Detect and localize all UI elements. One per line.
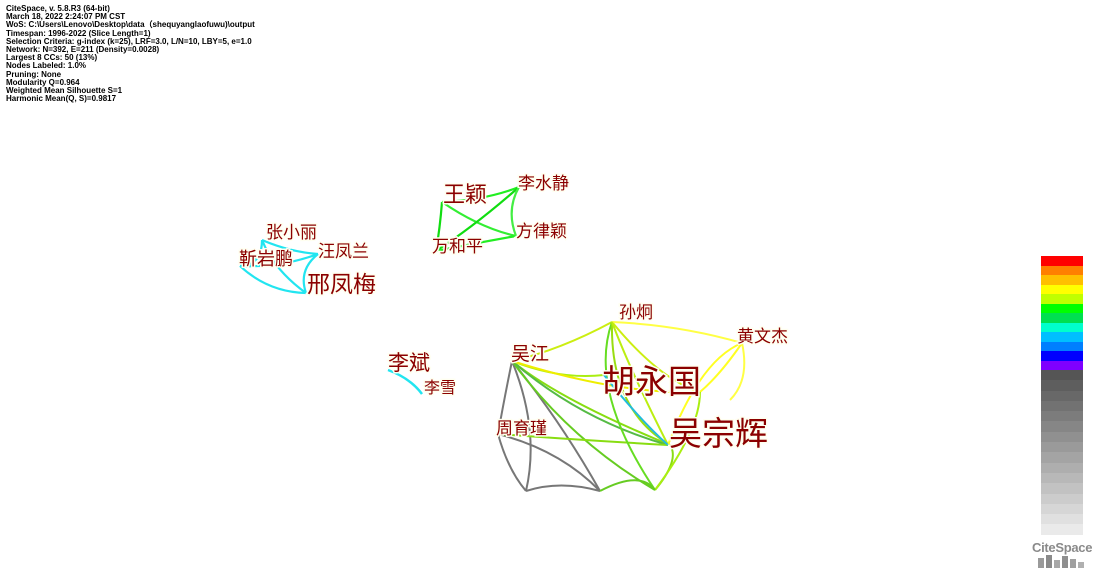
legend-swatch — [1041, 303, 1083, 313]
legend-swatch — [1041, 524, 1083, 535]
edge — [511, 360, 669, 446]
cluster-xingfengmei-edges — [239, 238, 319, 295]
legend-swatch — [1041, 360, 1083, 370]
node-label[interactable]: 汪凤兰 — [317, 241, 371, 264]
edge — [497, 360, 513, 435]
edge — [511, 360, 656, 491]
node-label[interactable]: 万和平 — [431, 236, 485, 259]
edge — [239, 252, 319, 268]
info-line: Weighted Mean Silhouette S=1 — [6, 86, 123, 96]
legend-swatch — [1041, 332, 1083, 342]
legend-swatch — [1041, 493, 1083, 504]
legend-swatch — [1041, 284, 1083, 294]
edge — [441, 201, 517, 238]
cluster-huyongguo-edges — [497, 321, 746, 492]
legend-swatch — [1041, 294, 1083, 304]
info-line: Selection Criteria: g-index (k=25), LRF=… — [6, 36, 252, 46]
info-line: Nodes Labeled: 1.0% — [6, 61, 87, 71]
node-label[interactable]: 吴宗辉 — [668, 413, 770, 455]
info-line: Modularity Q=0.964 — [6, 77, 80, 87]
citespace-logo: CiteSpace — [1026, 538, 1096, 570]
edge — [239, 265, 307, 295]
edge — [599, 479, 656, 492]
legend-swatch — [1041, 411, 1083, 422]
legend-swatch — [1041, 370, 1083, 381]
legend-swatch — [1041, 442, 1083, 453]
node-label[interactable]: 方律颖 — [515, 221, 569, 244]
legend-swatch — [1041, 390, 1083, 401]
edge — [510, 186, 520, 237]
edge — [497, 433, 601, 492]
node-label[interactable]: 张小丽 — [265, 222, 319, 245]
node-label[interactable]: 黄文杰 — [736, 326, 790, 349]
logo-text: CiteSpace — [1032, 540, 1093, 555]
info-line: Timespan: 1996-2022 (Slice Length=1) — [6, 28, 151, 38]
edge — [497, 433, 669, 446]
node-label[interactable]: 靳岩鹏 — [238, 248, 295, 272]
edge — [435, 186, 520, 252]
edge — [435, 234, 517, 253]
node-label[interactable]: 李斌 — [387, 350, 432, 377]
legend-swatch — [1041, 472, 1083, 484]
edge — [387, 368, 423, 395]
cluster-wangying-edges — [434, 185, 520, 253]
legend-swatch — [1041, 256, 1083, 266]
edge — [497, 433, 527, 492]
legend-swatch — [1041, 351, 1083, 361]
legend-swatch — [1041, 452, 1083, 463]
legend-swatch — [1041, 380, 1083, 391]
info-line: Pruning: None — [6, 69, 62, 79]
info-line: March 18, 2022 2:24:07 PM CST — [6, 12, 126, 22]
legend-swatch — [1041, 514, 1083, 525]
time-color-legend — [1041, 256, 1083, 535]
edge — [302, 253, 319, 294]
node-label[interactable]: 王颖 — [442, 182, 489, 210]
legend-swatch — [1041, 275, 1083, 285]
network-summary: CiteSpace, v. 5.8.R3 (64-bit)March 18, 2… — [6, 4, 255, 104]
legend-swatch — [1041, 421, 1083, 432]
legend-swatch — [1041, 431, 1083, 443]
logo-skyline-icon — [1038, 555, 1084, 568]
edge — [667, 342, 743, 446]
edge — [434, 201, 444, 252]
legend-swatch — [1041, 265, 1083, 275]
edge — [654, 391, 701, 491]
edge — [603, 374, 669, 446]
node-label[interactable]: 吴江 — [510, 342, 551, 367]
legend-swatch — [1041, 313, 1083, 323]
legend-swatch — [1041, 400, 1083, 412]
info-line: Network: N=392, E=211 (Density=0.0028) — [6, 45, 160, 55]
edge — [511, 360, 532, 492]
node-label[interactable]: 李水静 — [517, 173, 571, 196]
edge — [441, 185, 520, 204]
node-label[interactable]: 胡永国 — [601, 361, 703, 403]
edge — [260, 239, 307, 294]
edge — [611, 321, 701, 393]
info-line: WoS: C:\Users\Lenovo\Desktop\data（shequy… — [6, 20, 255, 30]
edge — [511, 321, 613, 362]
edge — [261, 238, 319, 256]
edge — [699, 342, 743, 393]
edge — [525, 484, 601, 492]
legend-swatch — [1041, 503, 1083, 515]
edge — [611, 321, 669, 446]
edge — [604, 321, 656, 491]
edge — [611, 321, 743, 344]
edge — [729, 342, 746, 401]
info-line: Largest 8 CCs: 50 (13%) — [6, 53, 98, 63]
node-labels: 王颖 李水静 方律颖 万和平 张小丽 汪凤兰 靳岩鹏 邢凤梅 李斌 李雪 孙炯 … — [238, 173, 790, 455]
legend-swatch — [1041, 462, 1083, 473]
cluster-libin-edges — [387, 368, 423, 395]
legend-swatch — [1041, 341, 1083, 351]
node-label[interactable]: 孙炯 — [618, 302, 655, 325]
legend-swatch — [1041, 322, 1083, 332]
info-line: CiteSpace, v. 5.8.R3 (64-bit) — [6, 4, 110, 13]
node-label[interactable]: 李雪 — [423, 377, 458, 399]
info-line: Harmonic Mean(Q, S)=0.9817 — [6, 94, 117, 104]
node-label[interactable]: 邢凤梅 — [306, 271, 378, 300]
node-label[interactable]: 周育瑾 — [495, 418, 549, 441]
legend-swatch — [1041, 483, 1083, 494]
